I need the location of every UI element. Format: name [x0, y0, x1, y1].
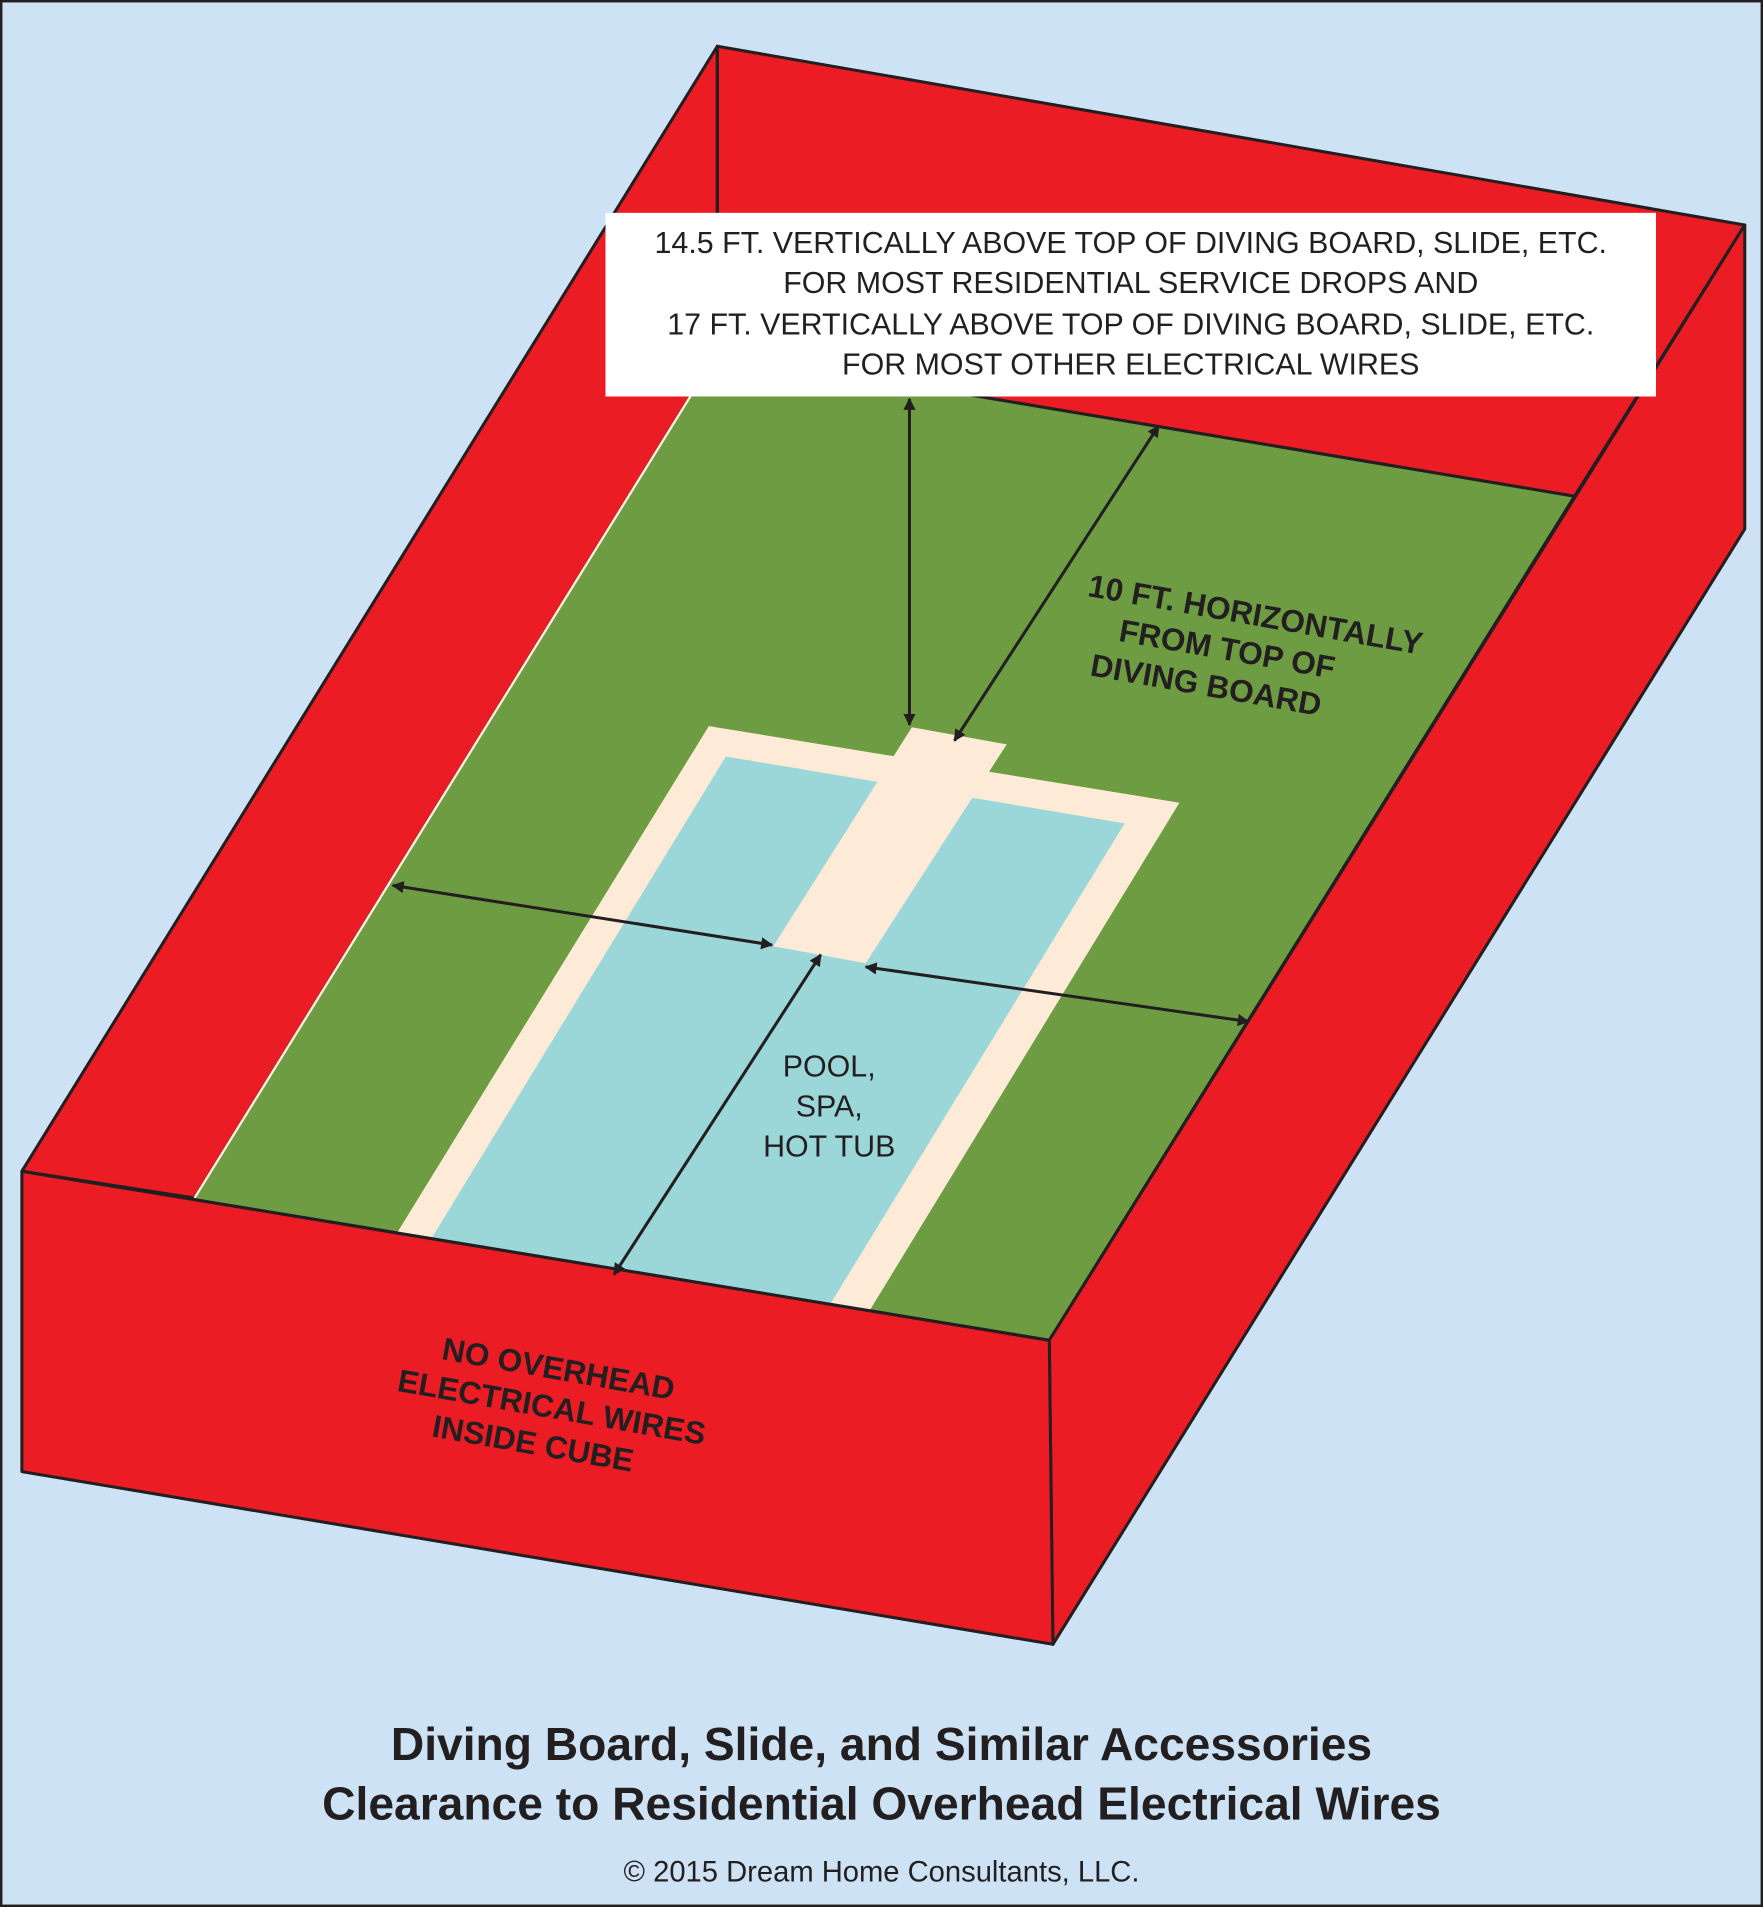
horizontal-clearance-arrow-right — [864, 962, 1250, 1027]
horizontal-clearance-arrow-front — [612, 953, 822, 1276]
pool-label-line-2: SPA, — [796, 1089, 863, 1123]
title-line-2: Clearance to Residential Overhead Electr… — [322, 1777, 1441, 1829]
vertical-clearance-callout — [605, 212, 1657, 397]
pool-label-line-3: HOT TUB — [763, 1130, 895, 1164]
callout-line-4: FOR MOST OTHER ELECTRICAL WIRES — [842, 348, 1419, 382]
diving-board — [773, 727, 1007, 964]
callout-line-1: 14.5 FT. VERTICALLY ABOVE TOP OF DIVING … — [655, 226, 1607, 260]
horizontal-clearance-arrow-back — [953, 424, 1160, 742]
pool-label-line-1: POOL, — [783, 1049, 876, 1083]
callout-line-2: FOR MOST RESIDENTIAL SERVICE DROPS AND — [783, 266, 1478, 300]
title-line-1: Diving Board, Slide, and Similar Accesso… — [391, 1718, 1372, 1770]
callout-line-3: 17 FT. VERTICALLY ABOVE TOP OF DIVING BO… — [667, 307, 1594, 341]
copyright: © 2015 Dream Home Consultants, LLC. — [624, 1856, 1140, 1888]
horizontal-clearance-arrow-left — [391, 881, 774, 950]
